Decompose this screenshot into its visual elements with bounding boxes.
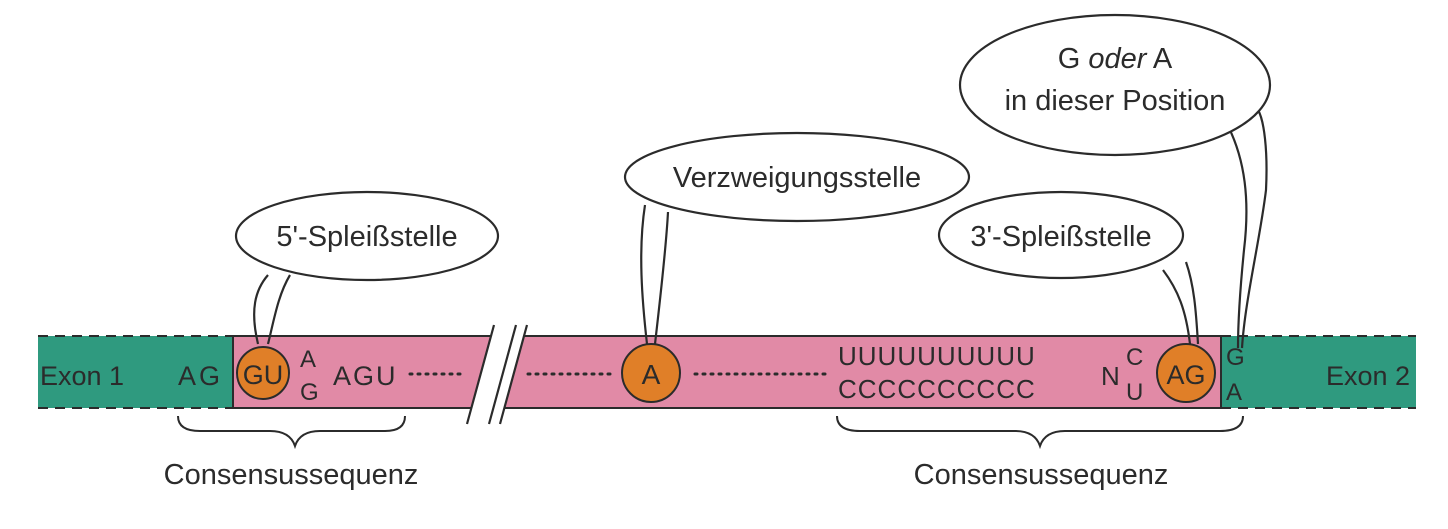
sequence-break-mark (465, 324, 529, 425)
acceptor-site-seq: AG (1166, 360, 1205, 390)
intron-band (233, 336, 1221, 408)
callout-g-oder-a-line2: in dieser Position (1005, 85, 1226, 117)
brace-left-label: Consensussequenz (164, 459, 419, 491)
callout-g: G (1058, 43, 1089, 75)
exon2-label: Exon 2 (1326, 361, 1410, 391)
ppt-bottom: CCCCCCCCCC (838, 374, 1036, 404)
after-donor-seq: AGU (333, 361, 398, 391)
exon2-band (1221, 336, 1416, 408)
pre-acceptor-top: C (1126, 344, 1143, 371)
ppt-n: N (1101, 361, 1120, 391)
callout-3prime: 3'-Spleißstelle (937, 190, 1200, 345)
after-donor-bottom: G (300, 379, 319, 406)
donor-site-circle (236, 346, 290, 400)
brace-left (177, 415, 406, 450)
branch-point-circle (621, 343, 681, 403)
exon1-band (38, 336, 233, 408)
callout-5prime-label: 5'-Spleißstelle (276, 221, 457, 253)
after-donor-top: A (300, 346, 316, 373)
callout-a: A (1146, 43, 1172, 75)
callout-branch-label: Verzweigungsstelle (673, 162, 921, 194)
callout-3prime-label: 3'-Spleißstelle (970, 221, 1151, 253)
callout-5prime: 5'-Spleißstelle (234, 190, 500, 345)
brace-right-label: Consensussequenz (914, 459, 1169, 491)
exon1-label: Exon 1 (40, 361, 124, 391)
callout-branch: Verzweigungsstelle (623, 131, 971, 345)
callout-g-oder-a-line1: G oder A (1058, 43, 1173, 75)
exon2-stack-top: G (1226, 344, 1245, 371)
ppt-top: UUUUUUUUUU (838, 341, 1036, 371)
acceptor-site-circle (1156, 343, 1216, 403)
branch-point-nt: A (642, 359, 661, 390)
donor-site-seq: GU (243, 360, 284, 390)
exon1-seq: AG (178, 361, 223, 391)
pre-acceptor-bottom: U (1126, 379, 1143, 406)
brace-right (836, 415, 1244, 450)
callout-oder: oder (1088, 43, 1147, 75)
exon2-stack-bottom: A (1226, 379, 1242, 406)
callout-g-oder-a: G oder A in dieser Position (958, 13, 1272, 349)
